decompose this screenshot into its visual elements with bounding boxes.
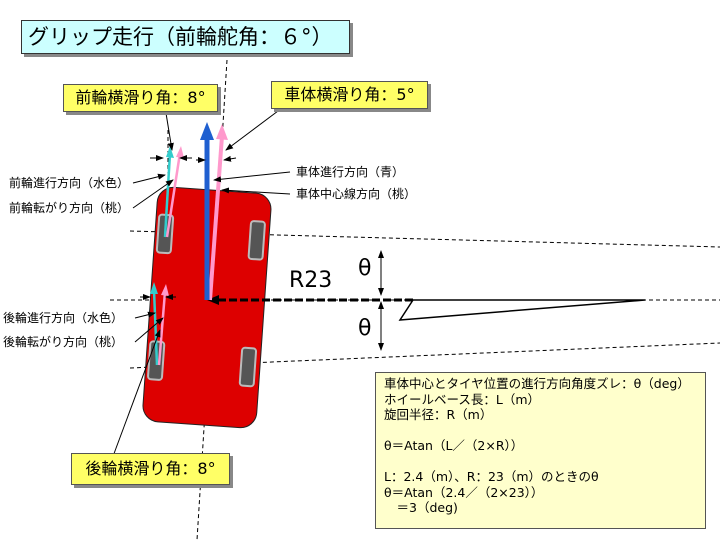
- car: [142, 186, 272, 429]
- rear-slip-angle-callout: 後輪横滑り角：8°: [71, 453, 230, 485]
- front-slip-angle-callout: 前輪横滑り角：8°: [63, 84, 218, 112]
- car-body: [142, 186, 272, 429]
- info-line: ホイールベース長：L（m）: [384, 391, 541, 407]
- rear-roll-label: 後輪転がり方向（桃）: [3, 335, 124, 349]
- info-line: L：2.4（m）、R：23（m）のときのθ: [384, 469, 599, 484]
- formula-info-box: 車体中心とタイヤ位置の進行方向角度ズレ：θ（deg） ホイールベース長：L（m）…: [375, 372, 706, 529]
- info-line: [384, 454, 705, 470]
- body-travel-label: 車体進行方向（青）: [296, 165, 405, 179]
- info-line: θ＝Atan（L／（2×R））: [384, 438, 524, 453]
- theta-bottom-label: θ: [358, 316, 372, 341]
- body-slip-angle-callout: 車体横滑り角：5°: [271, 81, 428, 109]
- slip-angle-ticks: [140, 155, 237, 300]
- page-title: グリップ走行（前輪舵角：６°）: [21, 20, 350, 54]
- info-line: 旋回半径：R（m）: [384, 407, 493, 422]
- info-line: ＝3（deg): [384, 500, 458, 515]
- leader-lines: [111, 106, 291, 460]
- radius-label: R23: [289, 268, 333, 293]
- front-right-tire: [247, 220, 266, 261]
- body-arrows: [200, 122, 228, 301]
- info-line: [384, 423, 705, 439]
- theta-top-label: θ: [358, 256, 372, 281]
- front-travel-label: 前輪進行方向（水色）: [9, 176, 130, 190]
- rear-travel-label: 後輪進行方向（水色）: [3, 311, 124, 325]
- info-line: 車体中心とタイヤ位置の進行方向角度ズレ：θ（deg）: [384, 376, 690, 391]
- front-roll-label: 前輪転がり方向（桃）: [9, 201, 130, 215]
- rear-right-tire: [238, 346, 258, 388]
- front-wheel-arrows: [163, 146, 184, 238]
- info-line: θ＝Atan（2.4／（2×23））: [384, 484, 544, 500]
- body-centerline-arrow: [208, 135, 224, 301]
- body-centerline-label: 車体中心線方向（桃）: [296, 187, 417, 201]
- rear-wheel-arrows: [150, 282, 169, 366]
- radius-line: [207, 295, 646, 321]
